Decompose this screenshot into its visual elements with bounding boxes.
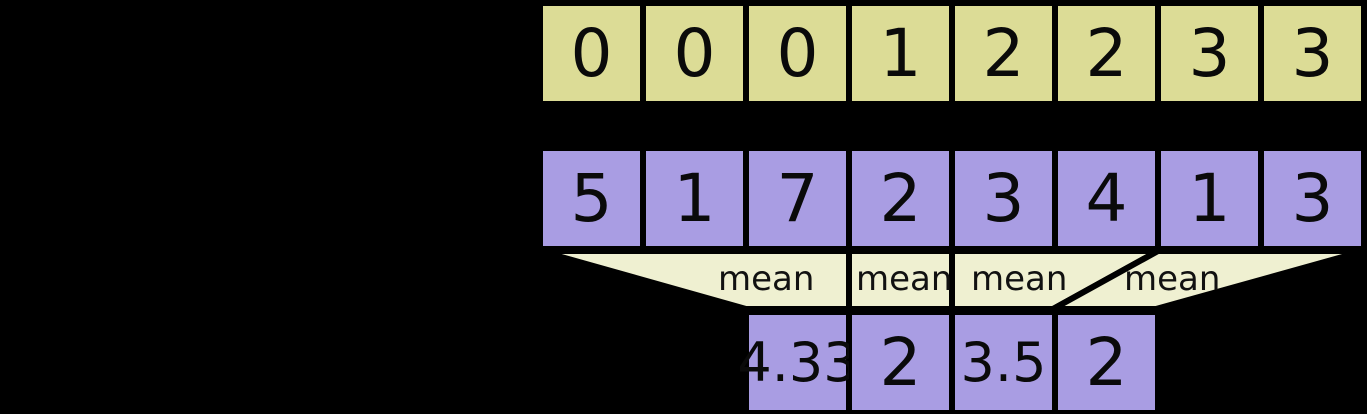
input-value-cell: 1 <box>1158 148 1261 249</box>
output-mean-cell: 2 <box>1055 312 1158 413</box>
input-value-cell: 7 <box>746 148 849 249</box>
funnel-label-mean-2: mean <box>856 259 953 299</box>
input-value-cell: 1 <box>643 148 746 249</box>
funnel-label-mean-1: mean <box>718 259 815 299</box>
output-mean-cell: 2 <box>849 312 952 413</box>
input-value-cell: 5 <box>540 148 643 249</box>
funnel-label-mean-4: mean <box>1124 259 1221 299</box>
segment-id-cell: 1 <box>849 3 952 104</box>
output-mean-cell: 3.5 <box>952 312 1055 413</box>
segment-id-cell: 3 <box>1261 3 1364 104</box>
output-mean-cell: 4.33 <box>737 312 858 413</box>
segment-id-cell: 0 <box>746 3 849 104</box>
segment-id-cell: 2 <box>952 3 1055 104</box>
input-value-cell: 3 <box>952 148 1055 249</box>
segment-id-cell: 0 <box>643 3 746 104</box>
input-value-cell: 3 <box>1261 148 1364 249</box>
funnel-label-mean-3: mean <box>971 259 1068 299</box>
segment-id-cell: 0 <box>540 3 643 104</box>
segment-id-cell: 3 <box>1158 3 1261 104</box>
input-value-cell: 4 <box>1055 148 1158 249</box>
input-value-cell: 2 <box>849 148 952 249</box>
segment-id-cell: 2 <box>1055 3 1158 104</box>
